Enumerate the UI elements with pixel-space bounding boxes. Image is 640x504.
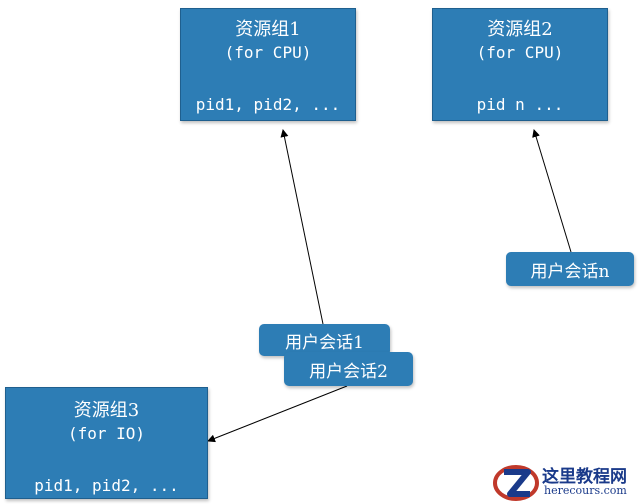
arrow-session2-to-group3 (207, 385, 348, 443)
resource-group-2-subtitle: (for CPU) (476, 43, 564, 62)
resource-group-3-pids: pid1, pid2, ... (34, 476, 179, 495)
arrow-sessionN-to-group2 (532, 129, 572, 253)
resource-group-1-pids: pid1, pid2, ... (195, 95, 341, 114)
arrow-session1-to-group1 (280, 129, 324, 325)
resource-group-2-title: 资源组2 (487, 19, 553, 40)
watermark-logo: 这里教程网 herecours.com (492, 460, 640, 504)
watermark-domain: herecours.com (544, 484, 627, 497)
resource-group-2: 资源组2 (for CPU) pid n ... (432, 8, 608, 121)
user-session-1: 用户会话1 (259, 324, 390, 356)
user-session-2: 用户会话2 (284, 352, 413, 386)
watermark-name: 这里教程网 (542, 467, 627, 487)
watermark-z-icon (493, 465, 539, 501)
resource-group-3-title: 资源组3 (73, 400, 140, 421)
resource-group-1-subtitle: (for CPU) (224, 43, 312, 62)
resource-group-1: 资源组1 (for CPU) pid1, pid2, ... (180, 8, 356, 121)
user-session-n: 用户会话n (506, 252, 634, 286)
resource-group-3-subtitle: (for IO) (67, 424, 146, 443)
resource-group-1-title: 资源组1 (235, 19, 301, 40)
resource-group-2-pids: pid n ... (476, 95, 564, 114)
resource-group-3: 资源组3 (for IO) pid1, pid2, ... (5, 387, 208, 499)
